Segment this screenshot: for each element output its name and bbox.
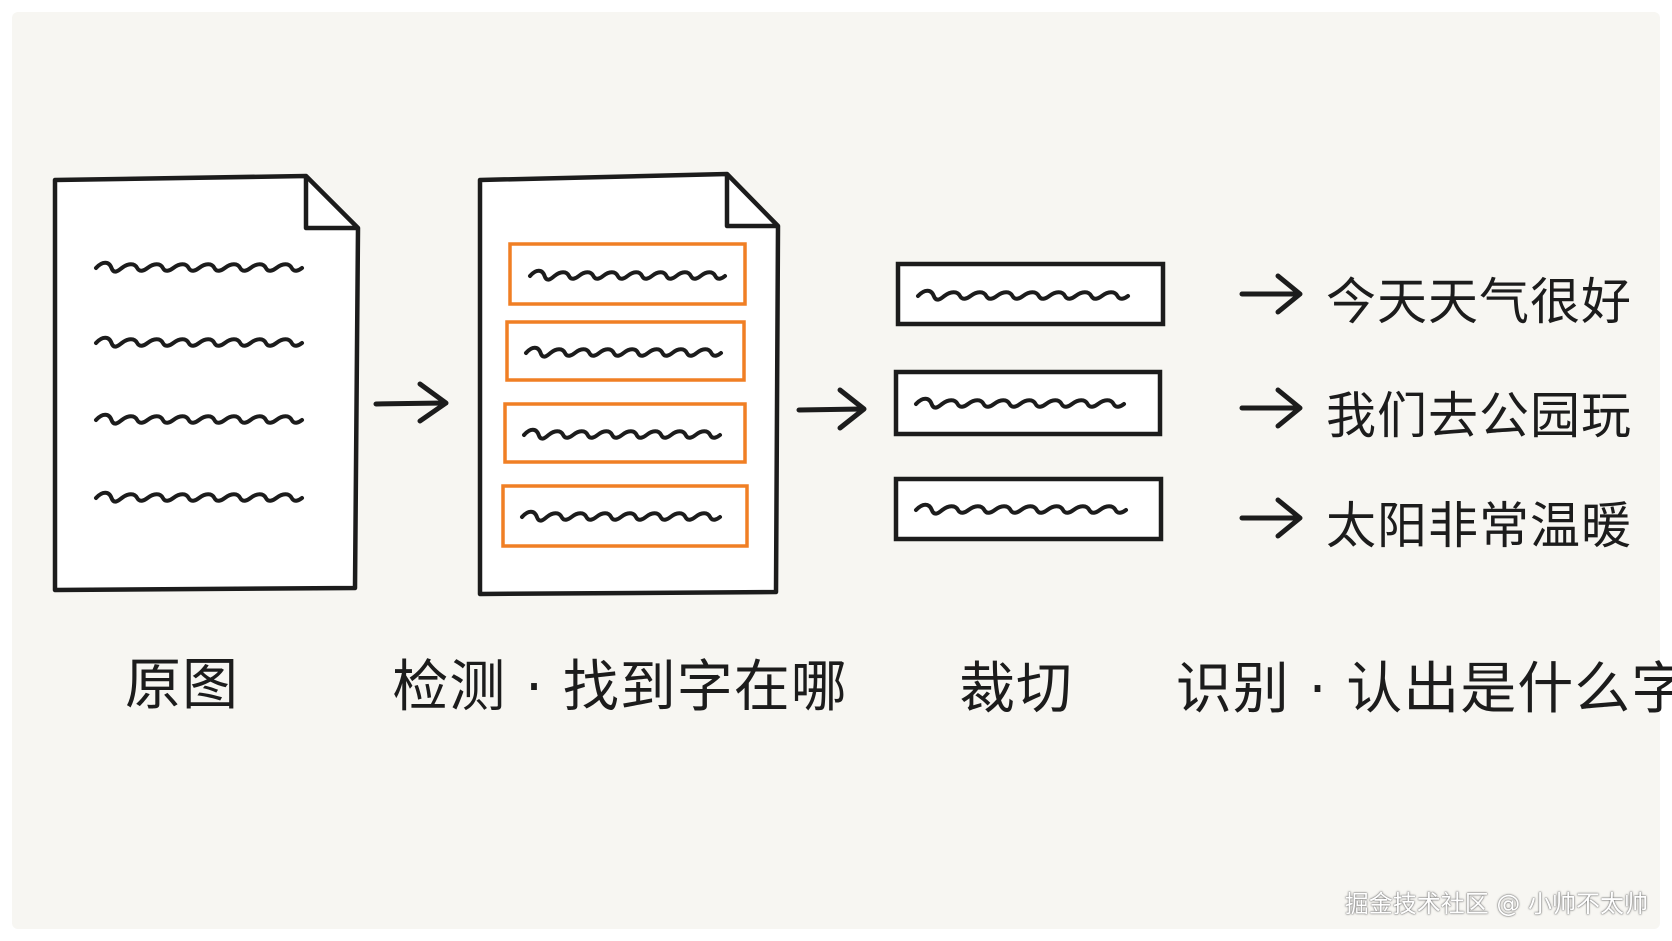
recognized-text-line-3: 太阳非常温暖 — [1326, 497, 1632, 555]
arrow-right-icon — [1239, 273, 1303, 315]
text-line-squiggle — [94, 335, 304, 349]
detected-text-box — [503, 402, 747, 464]
stage-label-detection: 检测 · 找到字在哪 — [392, 655, 848, 720]
document-outline — [477, 171, 781, 597]
detected-text-box — [505, 320, 746, 382]
document-fold — [303, 176, 358, 231]
arrow-right-icon — [1239, 387, 1303, 429]
text-line-squiggle — [94, 412, 304, 426]
text-line-squiggle — [94, 260, 304, 274]
detection-document-icon — [477, 171, 781, 597]
cropped-strips — [893, 261, 1166, 542]
text-line-squiggle — [522, 427, 722, 441]
cropped-text-strip — [893, 369, 1163, 437]
watermark: 掘金技术社区 @ 小帅不太帅 — [1344, 890, 1648, 918]
recognized-text-line-1: 今天天气很好 — [1326, 273, 1632, 331]
arrow-right-icon — [1239, 497, 1303, 539]
document-outline — [52, 173, 361, 593]
text-line-squiggle — [916, 288, 1130, 302]
text-line-squiggle — [94, 490, 304, 504]
text-line-squiggle — [528, 268, 727, 282]
text-line-squiggle — [524, 345, 723, 359]
text-line-squiggle — [914, 396, 1126, 410]
recognized-text-line-2: 我们去公园玩 — [1326, 387, 1632, 445]
text-line-squiggle — [520, 509, 722, 523]
arrow-right-icon — [373, 381, 449, 424]
document-fold — [724, 174, 778, 229]
stage-label-recognition: 识别 · 认出是什么字 — [1175, 657, 1672, 722]
stage-label-original: 原图 — [125, 653, 239, 718]
original-document-icon — [52, 173, 361, 593]
detected-text-box — [501, 484, 749, 548]
stage-label-crop: 裁切 — [959, 657, 1073, 722]
detected-text-box — [508, 242, 747, 306]
text-line-squiggle — [914, 502, 1128, 516]
arrow-right-icon — [796, 387, 867, 431]
cropped-text-strip — [893, 476, 1164, 542]
